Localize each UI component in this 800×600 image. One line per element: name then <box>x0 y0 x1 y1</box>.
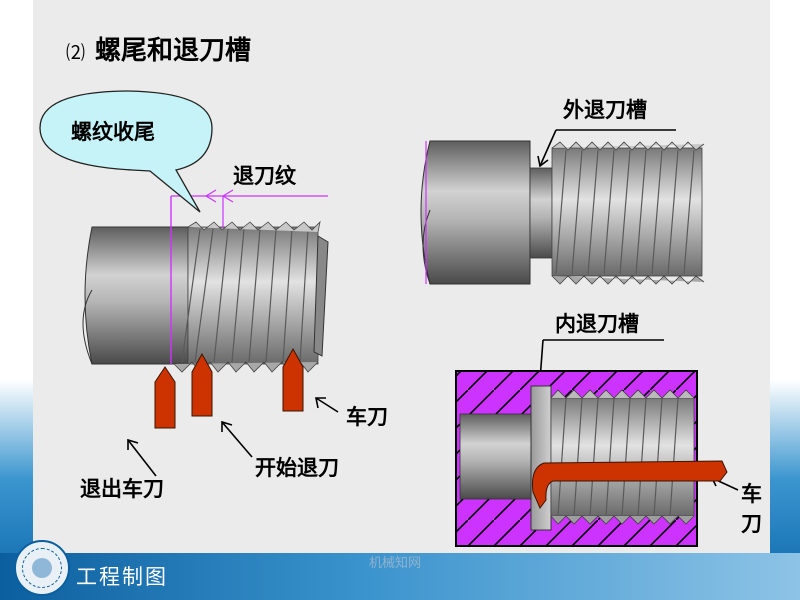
callout-label: 螺纹收尾 <box>71 120 155 144</box>
logo-core <box>32 558 52 578</box>
watermark: 机械知网 <box>369 556 422 571</box>
right-decor-band <box>770 0 800 600</box>
tool-retracted-icon <box>154 366 176 429</box>
internal-undercut-label: 内退刀槽 <box>555 312 639 336</box>
runout-thread-label: 退刀纹 <box>233 164 296 188</box>
internal-tool-label-line1: 车 <box>741 482 762 506</box>
page-title: ⑵ 螺尾和退刀槽 <box>66 30 251 67</box>
tool-starting-icon <box>191 352 213 417</box>
footer-title: 工程制图 <box>76 565 168 589</box>
tool-cutting-icon <box>282 347 304 412</box>
left-decor-band <box>0 0 33 600</box>
internal-tool-icon <box>532 460 728 509</box>
external-undercut-label: 外退刀槽 <box>563 98 647 122</box>
title-number: ⑵ <box>66 42 86 64</box>
logo-ring <box>22 548 62 588</box>
internal-tool-label-line2: 刀 <box>741 512 762 536</box>
internal-undercut-section <box>455 370 728 547</box>
footer-band <box>0 553 800 600</box>
university-logo <box>14 540 70 596</box>
start-retract-label: 开始退刀 <box>255 456 339 480</box>
external-undercut-shaft <box>420 140 705 285</box>
tool-label: 车刀 <box>346 405 388 429</box>
title-text: 螺尾和退刀槽 <box>95 36 252 66</box>
callout-bubble <box>39 90 213 213</box>
runout-shaft <box>82 189 329 373</box>
retract-tool-label: 退出车刀 <box>80 477 164 501</box>
